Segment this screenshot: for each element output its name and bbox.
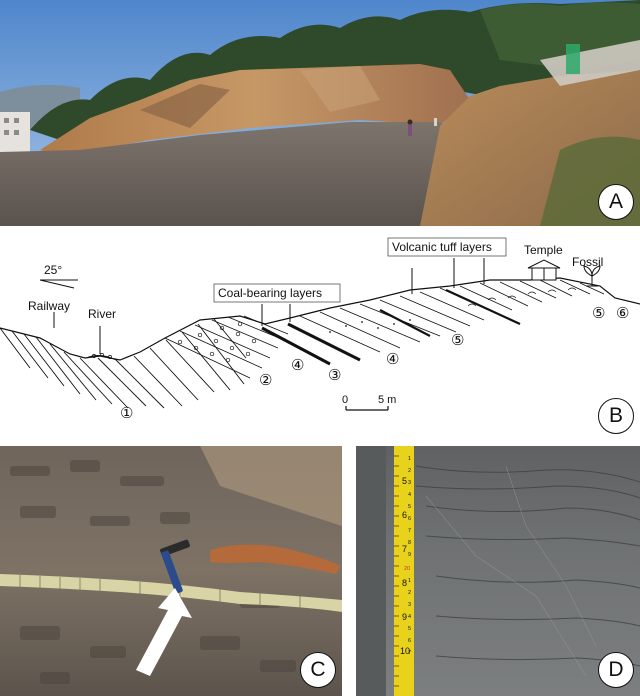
- dip-angle: 25°: [44, 263, 62, 277]
- temple-icon: [527, 259, 561, 281]
- layer-number: ①: [120, 405, 133, 422]
- layer-number: ⑥: [616, 305, 629, 322]
- fossil-icon: [583, 265, 601, 287]
- tuff-label: Volcanic tuff layers: [392, 240, 492, 254]
- ruler-mm-digit: 6: [408, 516, 411, 522]
- layer-number: ④: [291, 357, 304, 374]
- geologic-section: 25°: [0, 237, 640, 422]
- ruler-mm-digit: 1: [408, 456, 411, 462]
- ruler-photo: 5 6 7 8 9 10 1 2 3 4 5 6 7 8 9 20 1 2 3 …: [356, 446, 640, 696]
- photo-panel-d: 5 6 7 8 9 10 1 2 3 4 5 6 7 8 9 20 1 2 3 …: [356, 446, 640, 696]
- ruler-mm-digit: 3: [408, 602, 411, 608]
- coal-label: Coal-bearing layers: [218, 286, 322, 300]
- layer-number: ④: [386, 351, 399, 368]
- ruler-mm-digit: 7: [408, 528, 411, 534]
- ruler-mm-digit: 8: [408, 540, 411, 546]
- ruler-mm-digit: 4: [408, 492, 411, 498]
- ruler-cm-5: 5: [402, 476, 407, 486]
- photo-panel-c: C: [0, 446, 342, 696]
- ruler-cm-6: 6: [402, 510, 407, 520]
- scale-start: 0: [342, 394, 348, 406]
- ruler-mm-digit: 20: [404, 566, 410, 572]
- quarry-floor: [0, 122, 470, 226]
- arrow-icon: [136, 588, 192, 676]
- panel-label-a: A: [598, 184, 634, 220]
- ruler-mm-digit: 1: [408, 578, 411, 584]
- panel-label-d: D: [598, 652, 634, 688]
- ruler-mm-digit: 4: [408, 614, 411, 620]
- ruler-cm-7: 7: [402, 544, 407, 554]
- ruler-mm-digit: 9: [408, 552, 411, 558]
- basement-hachures: [0, 318, 247, 409]
- section-panel-b: 25°: [0, 228, 640, 440]
- layer-number: ②: [259, 372, 272, 389]
- hammer-photo: [0, 446, 342, 696]
- layer-number: ③: [328, 367, 341, 384]
- outcrop-photo: [0, 0, 640, 226]
- ruler-mm-digit: 2: [408, 590, 411, 596]
- unit-2-bedding: [164, 315, 289, 379]
- ruler-cm-10: 10: [400, 646, 410, 656]
- scale-bar: 0 5 m: [342, 394, 396, 411]
- ruler-mm-digit: 3: [408, 480, 411, 486]
- upper-bedding: [299, 279, 605, 353]
- layer-number: ⑤: [592, 305, 605, 322]
- temple-label: Temple: [524, 243, 563, 257]
- photo-panel-a: A: [0, 0, 640, 226]
- scale-end: 5 m: [378, 394, 396, 406]
- ruler-cm-9: 9: [402, 612, 407, 622]
- ruler-mm-digit: 7: [408, 650, 411, 656]
- ruler-mm-digit: 2: [408, 468, 411, 474]
- coal-seams: [261, 322, 361, 366]
- measuring-ruler: [394, 446, 414, 696]
- fossil-label: Fossil: [572, 255, 603, 269]
- layer-number: ⑤: [451, 332, 464, 349]
- railway-label: Railway: [28, 299, 70, 313]
- coal-label-box: [213, 283, 341, 303]
- tuff-label-box: [387, 237, 507, 257]
- ruler-mm-digit: 6: [408, 638, 411, 644]
- ruler-mm-digit: 5: [408, 626, 411, 632]
- ruler-cm-8: 8: [402, 578, 407, 588]
- river-label: River: [88, 307, 116, 321]
- ruler-mm-digit: 5: [408, 504, 411, 510]
- rock-hammer: [160, 539, 190, 594]
- panel-label-c: C: [300, 652, 336, 688]
- panel-label-b: B: [598, 398, 634, 434]
